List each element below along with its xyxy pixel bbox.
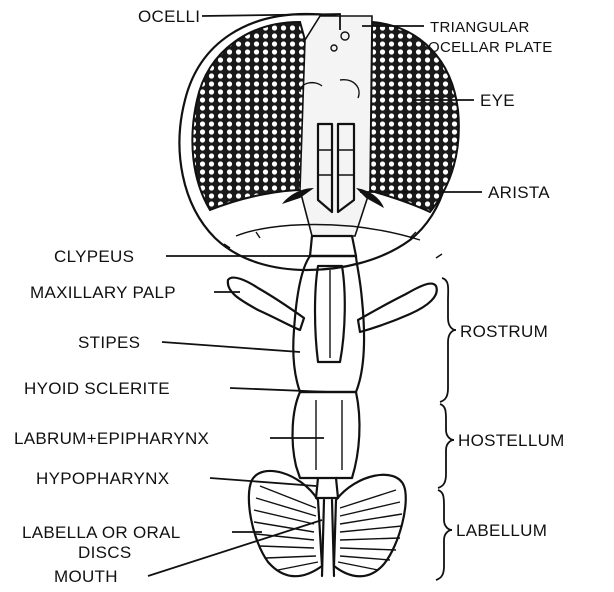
label-triangular: TRIANGULAR (430, 19, 530, 36)
label-arista: ARISTA (488, 183, 550, 202)
label-labella-1: LABELLA OR ORAL (22, 523, 181, 542)
leader-stipes (162, 342, 300, 352)
label-maxillary-palp: MAXILLARY PALP (30, 283, 176, 302)
proboscis (228, 236, 437, 576)
haustellum-shape (293, 392, 360, 478)
head (179, 14, 458, 270)
label-labellum: LABELLUM (456, 521, 547, 540)
label-labrum-epipharynx: LABRUM+EPIPHARYNX (14, 429, 209, 448)
braces (436, 278, 456, 580)
label-ocelli: OCELLI (138, 7, 200, 26)
leader-hyoid (230, 388, 330, 392)
maxillary-palp-left (228, 278, 304, 330)
rostrum-shape (293, 256, 364, 392)
labellum-brace (436, 490, 452, 580)
left-compound-eye (192, 22, 305, 210)
label-labella-2: DISCS (78, 543, 131, 562)
label-ocellar-plate: OCELLAR PLATE (428, 39, 553, 56)
label-clypeus: CLYPEUS (54, 247, 134, 266)
clypeus-shape (310, 236, 356, 256)
label-eye: EYE (480, 91, 515, 110)
label-stipes: STIPES (78, 333, 140, 352)
label-hostellum: HOSTELLUM (458, 431, 565, 450)
ocellar-plate (300, 16, 372, 236)
maxillary-palp-right (358, 284, 437, 332)
label-rostrum: ROSTRUM (460, 322, 548, 341)
label-mouth: MOUTH (54, 567, 118, 586)
hostellum-brace (438, 404, 454, 488)
mouth-slit (322, 500, 334, 576)
rostrum-brace (440, 278, 456, 402)
label-hyoid-sclerite: HYOID SCLERITE (24, 379, 170, 398)
label-hypopharynx: HYPOPHARYNX (36, 469, 169, 488)
